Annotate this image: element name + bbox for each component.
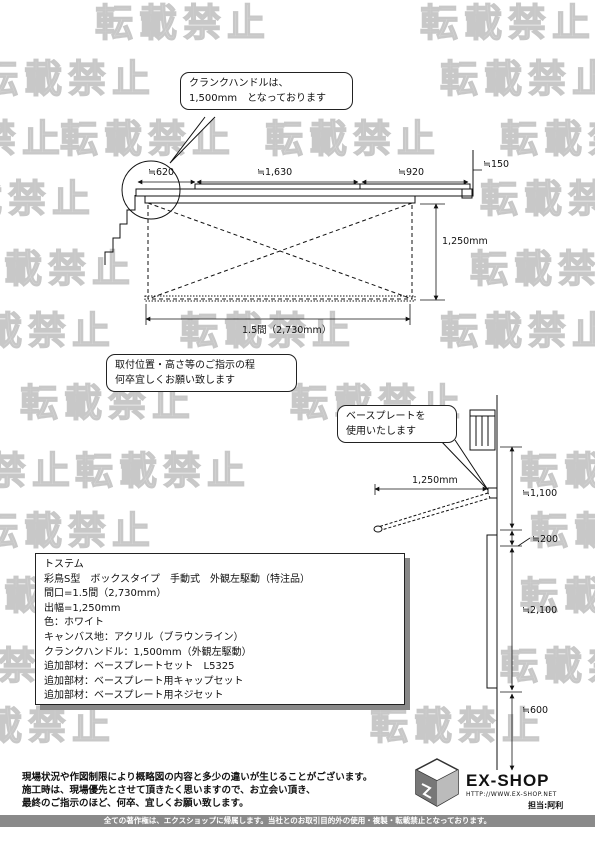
spec-box: トステム 彩鳥S型 ボックスタイプ 手動式 外観左駆動（特注品） 間口=1.5間…: [35, 553, 405, 705]
side-view: [373, 395, 498, 770]
crank-handle-callout: クランクハンドルは、 1,500mm となっております: [180, 72, 353, 110]
copyright-footer: 全ての著作権は、エクスショップに帰属します。当社とのお取引目的外の使用・複製・転…: [0, 815, 595, 827]
position-request-callout: 取付位置・高さ等のご指示の程 何卒宜しくお願い致します: [106, 354, 297, 392]
ex-shop-logo: EX-SHOP HTTP://WWW.EX-SHOP.NET 担当:阿利: [412, 756, 582, 812]
spec-line: 彩鳥S型 ボックスタイプ 手動式 外観左駆動（特注品）: [44, 573, 311, 585]
plan-dimension-lines: [137, 169, 482, 325]
dim-1630: ≒1,630: [257, 167, 293, 178]
dim-2100: ≒2,100: [522, 605, 558, 616]
side-dimension-lines: [374, 446, 531, 771]
dim-620: ≒620: [148, 167, 175, 178]
dim-600: ≒600: [522, 705, 549, 716]
dim-width: 1.5間（2,730mm）: [242, 325, 332, 336]
spec-line: 追加部材：ベースプレートセット L5325: [44, 661, 235, 673]
dim-150: ≒150: [483, 159, 510, 170]
spec-line: 追加部材：ベースプレート用ネジセット: [44, 690, 224, 702]
plan-view: [104, 116, 474, 302]
spec-line: トステム: [44, 559, 84, 570]
spec-line: 色：ホワイト: [44, 617, 104, 629]
dim-projection: 1,250mm: [412, 475, 458, 486]
spec-line: 間口=1.5間（2,730mm）: [44, 588, 167, 600]
baseplate-callout: ベースプレートを 使用いたします: [337, 405, 457, 443]
staff-name: 担当:阿利: [528, 801, 564, 810]
logo-url: HTTP://WWW.EX-SHOP.NET: [466, 791, 557, 798]
dim-1100: ≒1,100: [522, 488, 558, 499]
dim-height-1250: 1,250mm: [442, 236, 488, 247]
dim-200: ≒200: [532, 534, 559, 545]
spec-line: クランクハンドル：1,500mm（外観左駆動）: [44, 646, 252, 658]
spec-line: 出幅=1,250mm: [44, 602, 121, 614]
cube-logo-icon: [415, 758, 459, 807]
logo-name: EX-SHOP: [466, 771, 550, 790]
spec-line: 追加部材：ベースプレート用キャップセット: [44, 675, 244, 687]
spec-line: キャンバス地：アクリル（ブラウンライン）: [44, 631, 244, 643]
disclaimer-notes: 現場状況や作図制限により概略図の内容と多少の違いが生じることがございます。 施工…: [22, 772, 373, 809]
dim-920: ≒920: [398, 167, 425, 178]
